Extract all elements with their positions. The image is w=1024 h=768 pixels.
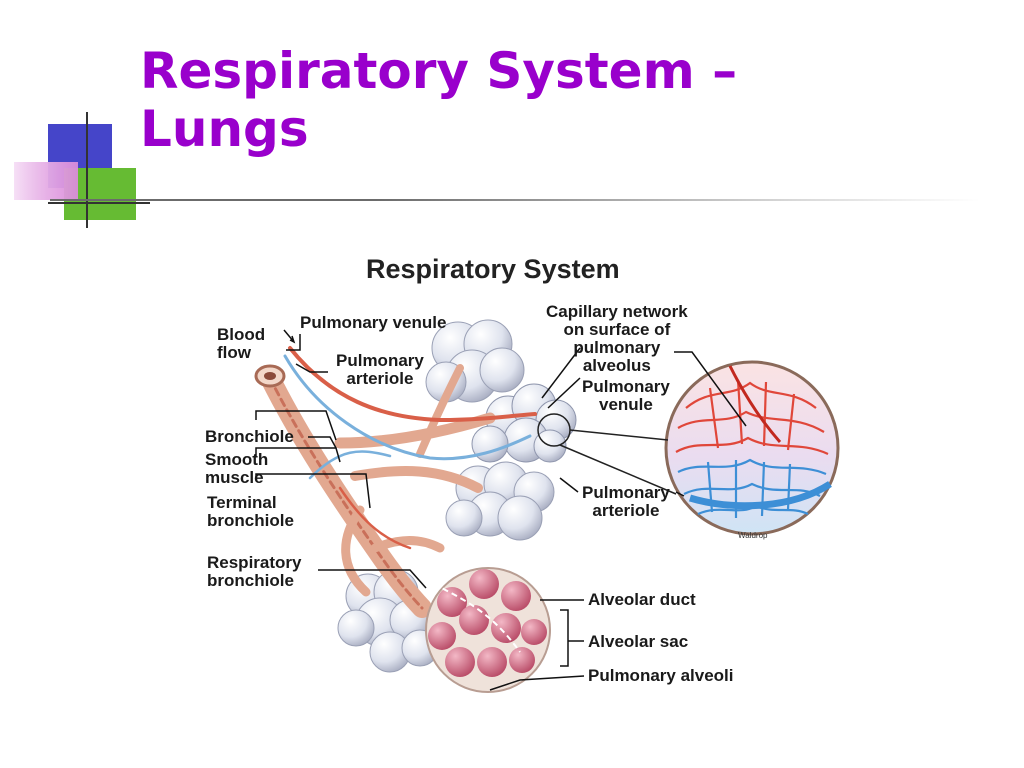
magnify-connectors (537, 413, 677, 495)
trachea-opening (254, 364, 286, 388)
capillary-magnified-view (664, 360, 840, 536)
title-divider (50, 199, 980, 201)
alveoli-cluster-middle (445, 461, 555, 541)
slide-title-line-2: Lungs (140, 100, 309, 158)
label-respiratory-bronchiole-line-2: bronchiole (207, 571, 294, 590)
label-smooth-muscle: Smooth muscle (205, 451, 268, 487)
leader-lines (255, 329, 747, 691)
label-pulmonary-arteriole-right-line-1: Pulmonary (582, 483, 670, 502)
label-pulmonary-arteriole-top-line-1: Pulmonary (336, 351, 424, 370)
label-capillary-network-line-1: Capillary network (546, 302, 688, 321)
label-capillary-network-line-4: alveolus (582, 356, 651, 375)
label-respiratory-bronchiole-line-1: Respiratory (207, 553, 302, 572)
label-respiratory-bronchiole: Respiratory bronchiole (207, 554, 301, 590)
label-smooth-muscle-line-1: Smooth (205, 450, 269, 469)
alveoli-cluster-top (425, 319, 525, 403)
corner-decoration (14, 112, 150, 228)
label-pulmonary-venule-right: Pulmonary venule (582, 378, 670, 414)
lung-illustration (254, 319, 840, 693)
figure-title: Respiratory System (366, 254, 620, 284)
label-blood-flow-line-2: flow (217, 343, 251, 362)
label-pulmonary-alveoli: Pulmonary alveoli (588, 666, 734, 685)
label-pulmonary-venule-top: Pulmonary venule (300, 313, 447, 332)
label-terminal-bronchiole-line-2: bronchiole (207, 511, 294, 530)
label-pulmonary-venule-right-line-2: venule (599, 395, 653, 414)
slide-title-line-1: Respiratory System – (140, 42, 738, 100)
label-capillary-network-line-3: pulmonary (573, 338, 661, 357)
capillary-arteriole (688, 481, 832, 510)
label-capillary-network: Capillary network on surface of pulmonar… (546, 303, 688, 375)
respiratory-figure: Respiratory System Blood flow Pulmonary … (190, 248, 850, 718)
capillary-venule (728, 365, 782, 443)
label-terminal-bronchiole-line-1: Terminal (207, 493, 277, 512)
label-bronchiole: Bronchiole (205, 427, 294, 446)
label-pulmonary-arteriole-top-line-2: arteriole (346, 369, 414, 388)
alveolar-sac-section (425, 567, 551, 693)
label-alveolar-sac: Alveolar sac (588, 632, 689, 651)
illustrator-credit: Waldrop (738, 531, 768, 540)
label-pulmonary-venule-right-line-1: Pulmonary (582, 377, 670, 396)
bronchial-tree (260, 364, 496, 618)
label-blood-flow-line-1: Blood (217, 325, 266, 344)
deco-pink-glow (14, 162, 78, 200)
blood-vessels (283, 346, 537, 550)
label-terminal-bronchiole: Terminal bronchiole (207, 494, 294, 530)
label-pulmonary-arteriole-right-line-2: arteriole (592, 501, 660, 520)
label-pulmonary-arteriole-right: Pulmonary arteriole (582, 484, 670, 520)
label-alveolar-duct: Alveolar duct (588, 590, 696, 609)
slide-title: Respiratory System – Lungs (140, 42, 737, 158)
label-smooth-muscle-line-2: muscle (205, 468, 264, 487)
label-capillary-network-line-2: on surface of (563, 320, 671, 339)
label-pulmonary-arteriole-top: Pulmonary arteriole (336, 352, 424, 388)
label-blood-flow: Blood flow (217, 326, 265, 362)
